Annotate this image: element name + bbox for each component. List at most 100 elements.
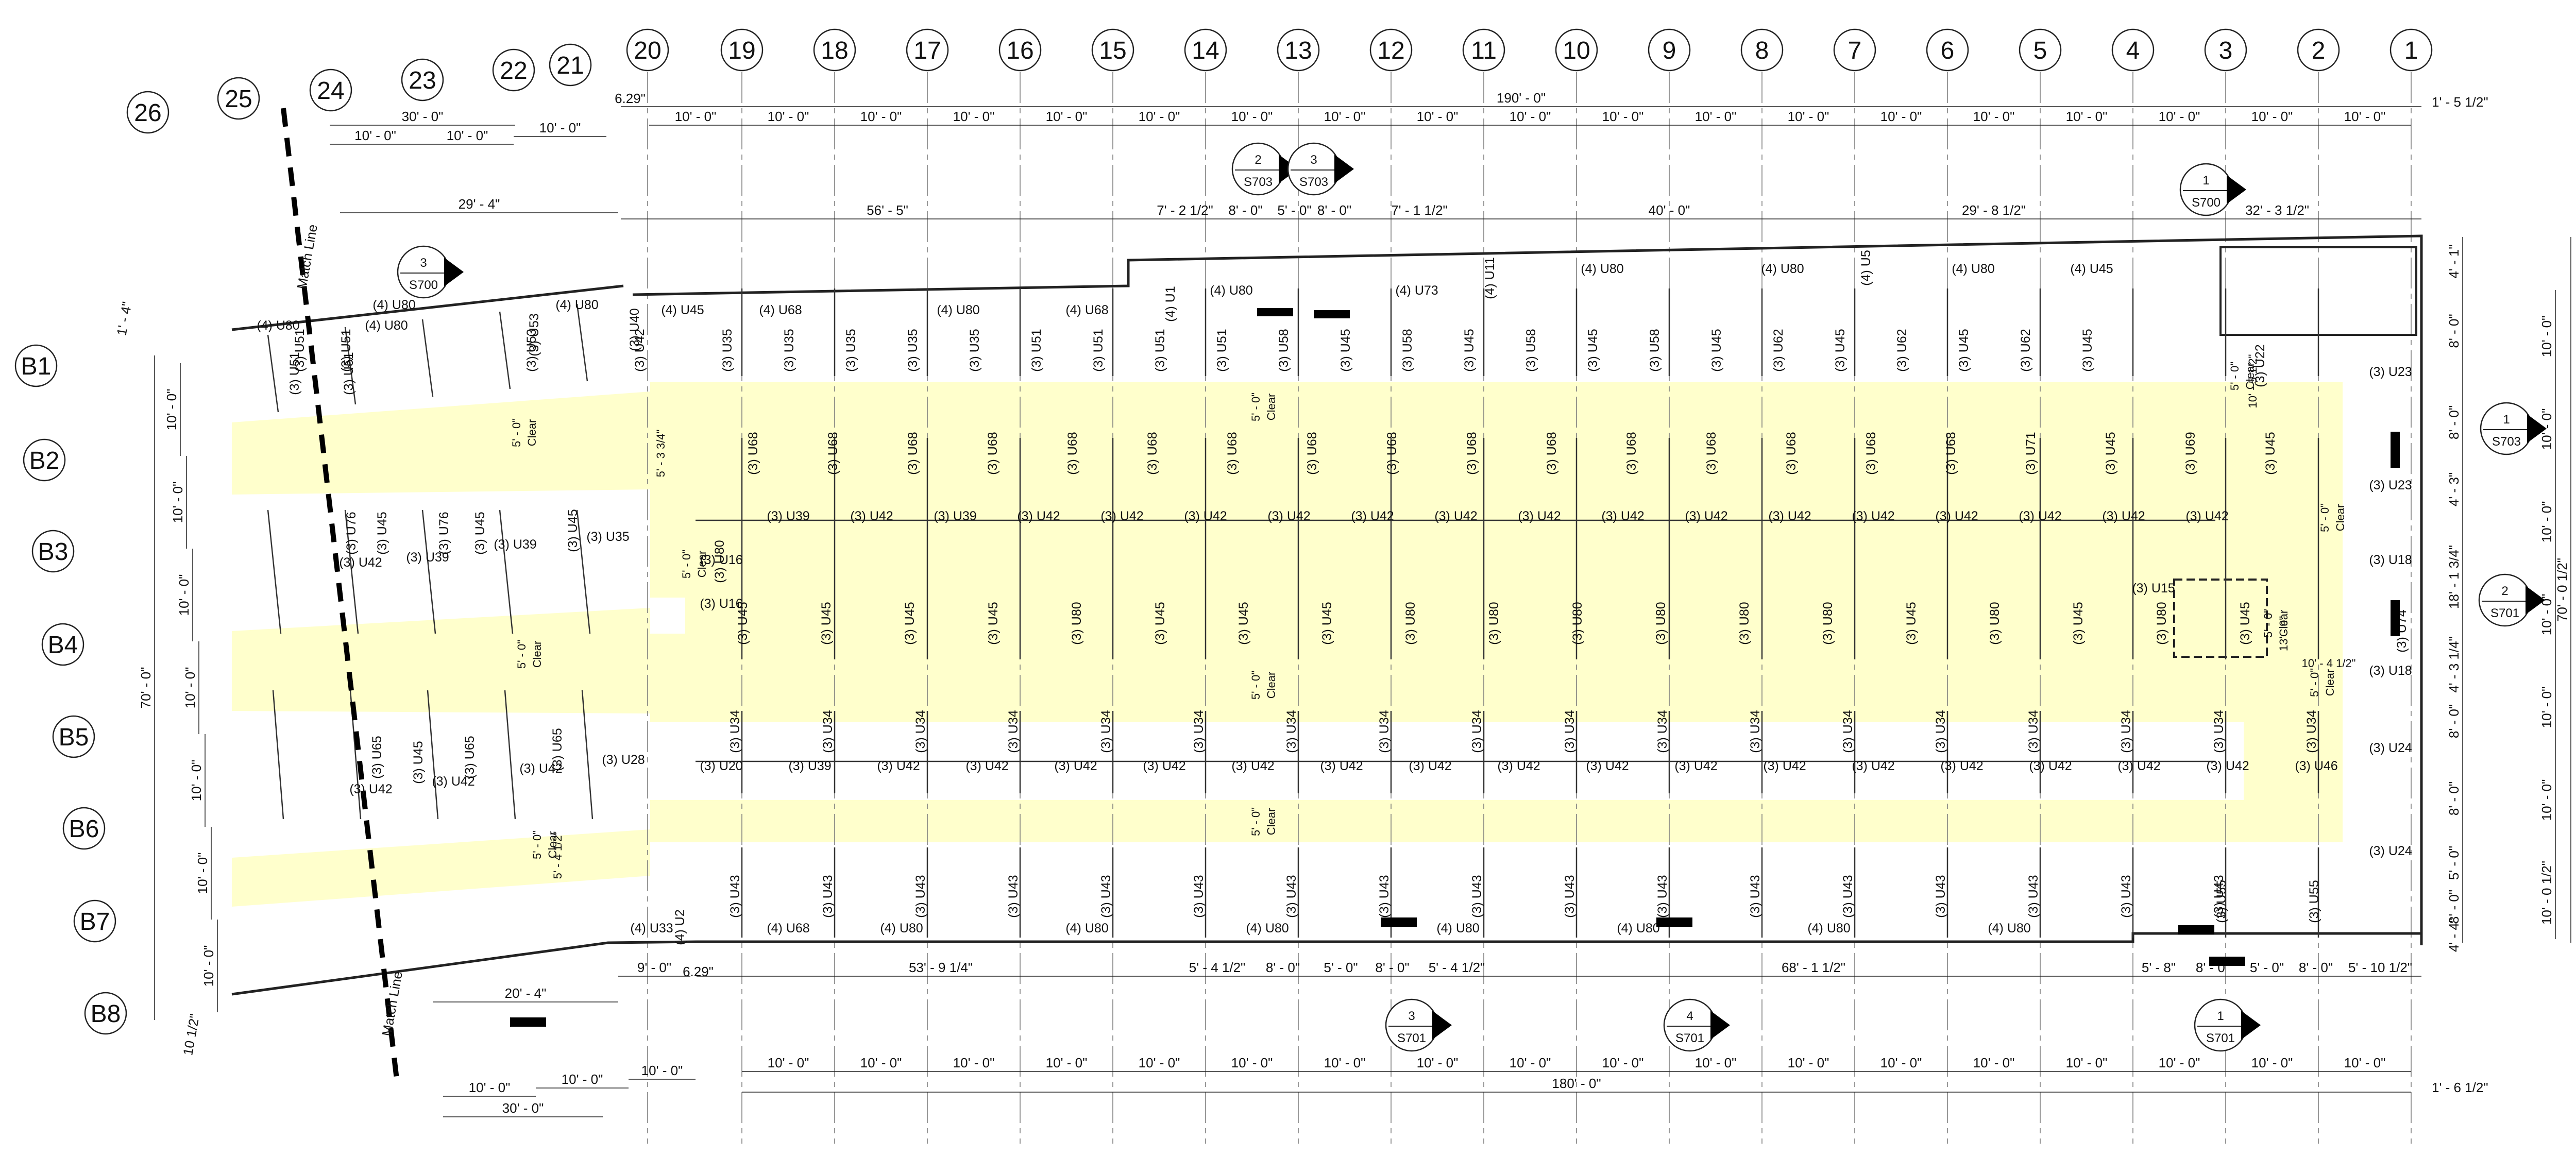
unit-tag: (3) U45 <box>2080 329 2095 371</box>
unit-tag: (3) U80 <box>1654 602 1668 644</box>
grid-bubble-col-7: 7 <box>1833 28 1876 72</box>
bay-dimension: 10' - 0" <box>1695 1055 1737 1070</box>
unit-tag: (3) U51 <box>1215 329 1229 371</box>
unit-tag: (3) U51 <box>287 352 302 395</box>
left-top-dimension: 1' - 4" <box>114 300 135 336</box>
unit-partition <box>267 334 279 413</box>
segment-dimension: 5' - 0" <box>2446 846 2462 880</box>
segment-dimension: 4' - 3" <box>2446 472 2462 506</box>
unit-tag: (4) U11 <box>1483 257 1497 299</box>
unit-partition <box>344 509 359 634</box>
unit-tag: (3) U42 <box>1184 509 1227 523</box>
equipment-bar <box>1381 917 1417 927</box>
unit-tag: (3) U18 <box>2369 553 2412 567</box>
left-wing-aisle-bottom <box>232 829 650 907</box>
unit-tag: (4) U2 <box>673 909 687 945</box>
clearance-dimension: 5' - 3 3/4" <box>654 430 667 478</box>
clearance-word: Clear <box>2334 504 2347 532</box>
grid-bubble-col-22: 22 <box>492 48 535 92</box>
unit-tag: (3) U39 <box>494 537 536 552</box>
grid-bubble-col-6: 6 <box>1926 28 1969 72</box>
unit-tag: (3) U43 <box>1377 875 1392 917</box>
bay-dimension: 10' - 0" <box>447 128 488 143</box>
unit-tag: (3) U42 <box>1351 509 1394 523</box>
equipment-bar <box>2178 925 2214 934</box>
unit-tag: (3) U42 <box>1852 509 1894 523</box>
grid-bubble-label: B7 <box>80 908 110 936</box>
unit-tag: (3) U34 <box>1470 710 1484 753</box>
unit-tag: (3) U16 <box>700 553 742 567</box>
unit-tag: (3) U45 <box>1236 602 1251 644</box>
unit-tag: (3) U68 <box>906 432 920 474</box>
grid-bubble-col-13: 13 <box>1277 28 1320 72</box>
segment-dimension: 32' - 3 1/2" <box>2245 202 2309 218</box>
grid-bubble-label: B1 <box>21 353 52 380</box>
right-bottom-dimension: 1' - 7 3/4" <box>2574 966 2576 1023</box>
bay-dimension: 10' - 0" <box>2251 109 2293 124</box>
unit-tag: (4) U5 <box>1859 250 1873 285</box>
grid-bubble-col-12: 12 <box>1369 28 1413 72</box>
segment-dimension: 8' - 0" <box>2446 704 2462 738</box>
bay-dimension: 10' - 0" <box>1602 1055 1644 1070</box>
bay-dimension: 10' - 0" <box>1510 1055 1551 1070</box>
bay-dimension: 10' - 0" <box>1973 109 2015 124</box>
bay-dimension: 10' - 0" <box>953 109 995 124</box>
unit-tag: (3) U34 <box>1563 710 1577 753</box>
grid-bubble-label: 1 <box>2404 37 2418 64</box>
unit-tag: (3) U18 <box>2369 664 2412 678</box>
unit-tag: (4) U45 <box>2070 262 2113 276</box>
grid-bubble-circle <box>2111 28 2155 72</box>
grid-bubble-label: 10 <box>1563 37 1590 64</box>
grid-bubble-label: 12 <box>1377 37 1404 64</box>
unit-tag: (3) U42 <box>1674 759 1717 773</box>
unit-tag: (3) U15 <box>2132 581 2175 596</box>
unit-tag: (3) U42 <box>1518 509 1561 523</box>
grid-bubble-label: 3 <box>2219 37 2233 64</box>
bay-dimension: 10' - 0" <box>195 853 210 894</box>
unit-tag: (3) U68 <box>1465 432 1479 474</box>
unit-tag: (3) U22 <box>2253 344 2267 387</box>
equipment-bar <box>510 1017 546 1027</box>
grid-bubble-circle <box>1648 28 1691 72</box>
unit-tag: (4) U80 <box>880 921 923 936</box>
unit-tag: (4) U68 <box>759 303 802 317</box>
grid-bubble-row-B4: B4 <box>41 623 84 666</box>
bay-dimension: 10' - 0" <box>1880 1055 1922 1070</box>
clearance-dimension: 5' - 0" <box>2262 609 2275 638</box>
bay-dimension: 10' - 0" <box>1046 1055 1088 1070</box>
bay-dimension: 10' - 0" <box>953 1055 995 1070</box>
segment-dimension: 4' - 3 1/4" <box>2446 636 2462 693</box>
segment-dimension: 56' - 5" <box>867 202 908 218</box>
grid-bubble-label: B6 <box>69 815 99 843</box>
grid-bubble-col-15: 15 <box>1091 28 1134 72</box>
left-9-dimension: 9' - 0" <box>637 960 671 975</box>
unit-tag: (3) U42 <box>1143 759 1185 773</box>
unit-tag: (3) U46 <box>2295 759 2337 773</box>
segment-dimension: 68' - 1 1/2" <box>1782 960 1845 975</box>
grid-bubble-col-26: 26 <box>126 91 170 134</box>
unit-partition <box>421 509 436 634</box>
unit-tag: (3) U80 <box>1403 602 1418 644</box>
left-wing-total-dimension: 30' - 0" <box>502 1100 544 1116</box>
unit-tag: (3) U68 <box>1704 432 1719 474</box>
section-marker-sheet: S701 <box>2206 1031 2235 1045</box>
grid-bubble-circle <box>1369 28 1413 72</box>
section-marker-number: 3 <box>1408 1009 1415 1023</box>
unit-tag: (3) U45 <box>1338 329 1353 371</box>
bay-dimension: 10' - 0" <box>1324 109 1366 124</box>
unit-tag: (3) U39 <box>788 759 831 773</box>
bay-dimension: 10' - 0" <box>1324 1055 1366 1070</box>
clearance-note: 5' - 0"Clear <box>2228 362 2257 390</box>
unit-partition <box>581 690 594 820</box>
unit-tag: (3) U68 <box>1065 432 1080 474</box>
unit-tag: (3) U42 <box>1320 759 1363 773</box>
bay-dimension: 10' - 0" <box>768 1055 809 1070</box>
unit-tag: (3) U65 <box>463 736 477 778</box>
unit-tag: (4) U68 <box>1065 303 1108 317</box>
bay-dimension: 10' - 0" <box>469 1080 511 1095</box>
grid-bubble-circle <box>2204 28 2247 72</box>
clearance-dimension: 5' - 0" <box>515 640 528 669</box>
